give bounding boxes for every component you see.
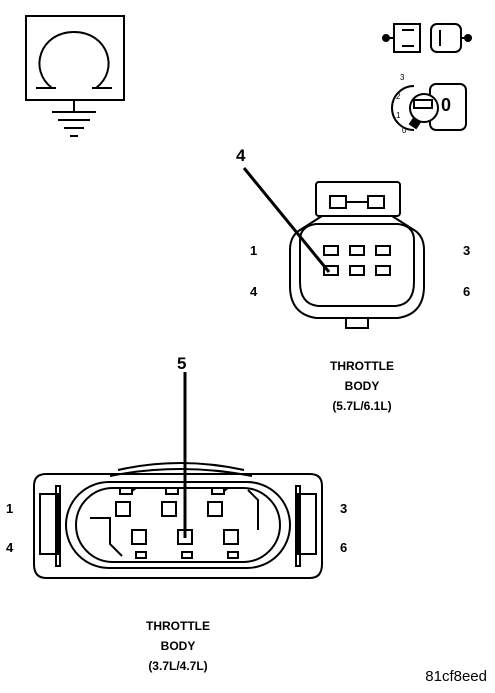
top-connector-pin-6: 6 xyxy=(463,284,471,299)
bottom-connector-caption: THROTTLE BODY (3.7L/4.7L) xyxy=(128,616,228,676)
callout-4: 4 xyxy=(236,146,246,165)
bottom-connector-pin-3: 3 xyxy=(340,501,348,516)
bottom-caption-line-2: BODY xyxy=(160,639,196,653)
ignition-key-label: 0 xyxy=(441,95,452,115)
top-caption-line-1: THROTTLE xyxy=(330,359,394,373)
callout-leader-4 xyxy=(242,167,331,273)
disconnect-connector-icon xyxy=(382,23,472,53)
top-caption-line-3: (5.7L/6.1L) xyxy=(332,399,392,413)
connector-bottom-pins xyxy=(115,487,239,559)
bottom-caption-line-1: THROTTLE xyxy=(146,619,210,633)
bottom-caption-line-3: (3.7L/4.7L) xyxy=(148,659,208,673)
connector-bottom-housing xyxy=(33,462,323,579)
connector-top-housing xyxy=(289,181,425,329)
ignition-position-0: 0 xyxy=(402,126,407,135)
top-connector-pin-3: 3 xyxy=(463,243,471,258)
bottom-connector-pin-1: 1 xyxy=(6,501,14,516)
ignition-position-2: 2 xyxy=(396,92,401,101)
top-caption-line-2: BODY xyxy=(344,379,380,393)
top-connector-caption: THROTTLE BODY (5.7L/6.1L) xyxy=(312,356,412,416)
callout-5: 5 xyxy=(177,354,187,373)
top-connector-pin-4: 4 xyxy=(250,284,258,299)
bottom-connector-pin-4: 4 xyxy=(6,540,14,555)
ohmmeter-ground-icon xyxy=(25,15,125,137)
ignition-key-off-icon xyxy=(391,83,467,131)
connector-top-pins xyxy=(323,245,391,276)
figure-id: 81cf8eed xyxy=(425,668,487,685)
top-connector-pin-1: 1 xyxy=(250,243,258,258)
ignition-position-1: 1 xyxy=(396,111,401,120)
bottom-connector-pin-6: 6 xyxy=(340,540,348,555)
ignition-position-3: 3 xyxy=(400,73,405,82)
